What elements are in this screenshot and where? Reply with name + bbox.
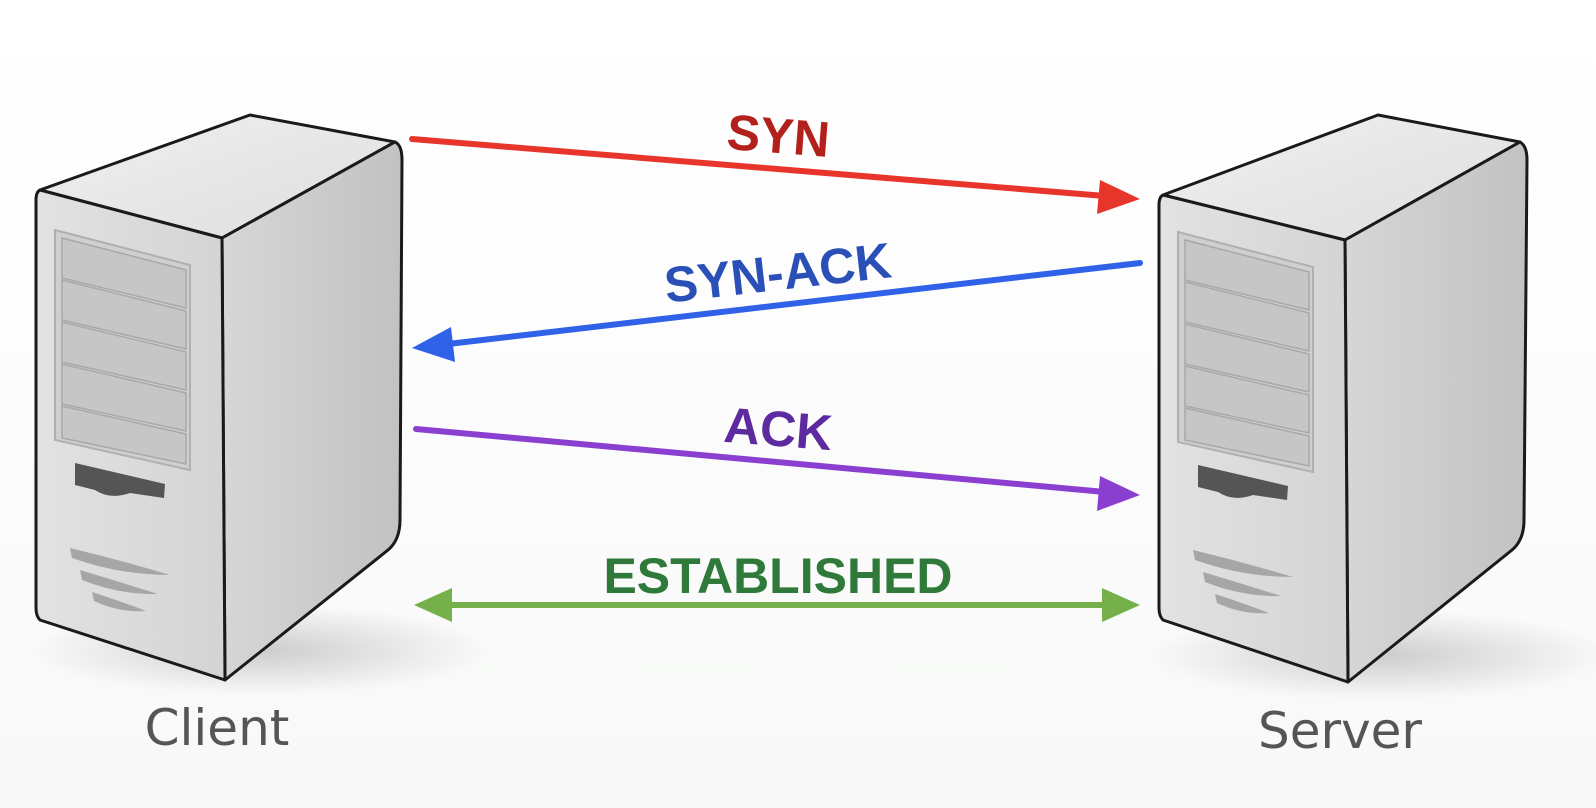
server-drive-bays — [1177, 230, 1314, 474]
client-disk-slot — [75, 463, 165, 498]
client-drive-bays — [54, 228, 191, 472]
syn-ack-label: SYN-ACK — [661, 232, 894, 313]
ack-label: ACK — [722, 397, 834, 461]
server-computer — [1150, 113, 1596, 700]
established-arrow — [414, 588, 1140, 622]
server-disk-slot — [1198, 465, 1288, 500]
client-vent — [70, 548, 170, 612]
syn-ack-arrow — [412, 260, 1143, 362]
established-label: ESTABLISHED — [603, 548, 952, 604]
client-side-face — [220, 140, 404, 682]
syn-arrow — [409, 136, 1140, 214]
server-label: Server — [1258, 702, 1422, 760]
ack-arrow — [413, 426, 1140, 511]
message-arrows — [409, 136, 1143, 622]
client-computer — [30, 113, 490, 695]
server-vent — [1193, 550, 1293, 614]
server-side-face — [1343, 140, 1529, 684]
syn-label: SYN — [725, 104, 832, 168]
client-label: Client — [145, 699, 290, 757]
